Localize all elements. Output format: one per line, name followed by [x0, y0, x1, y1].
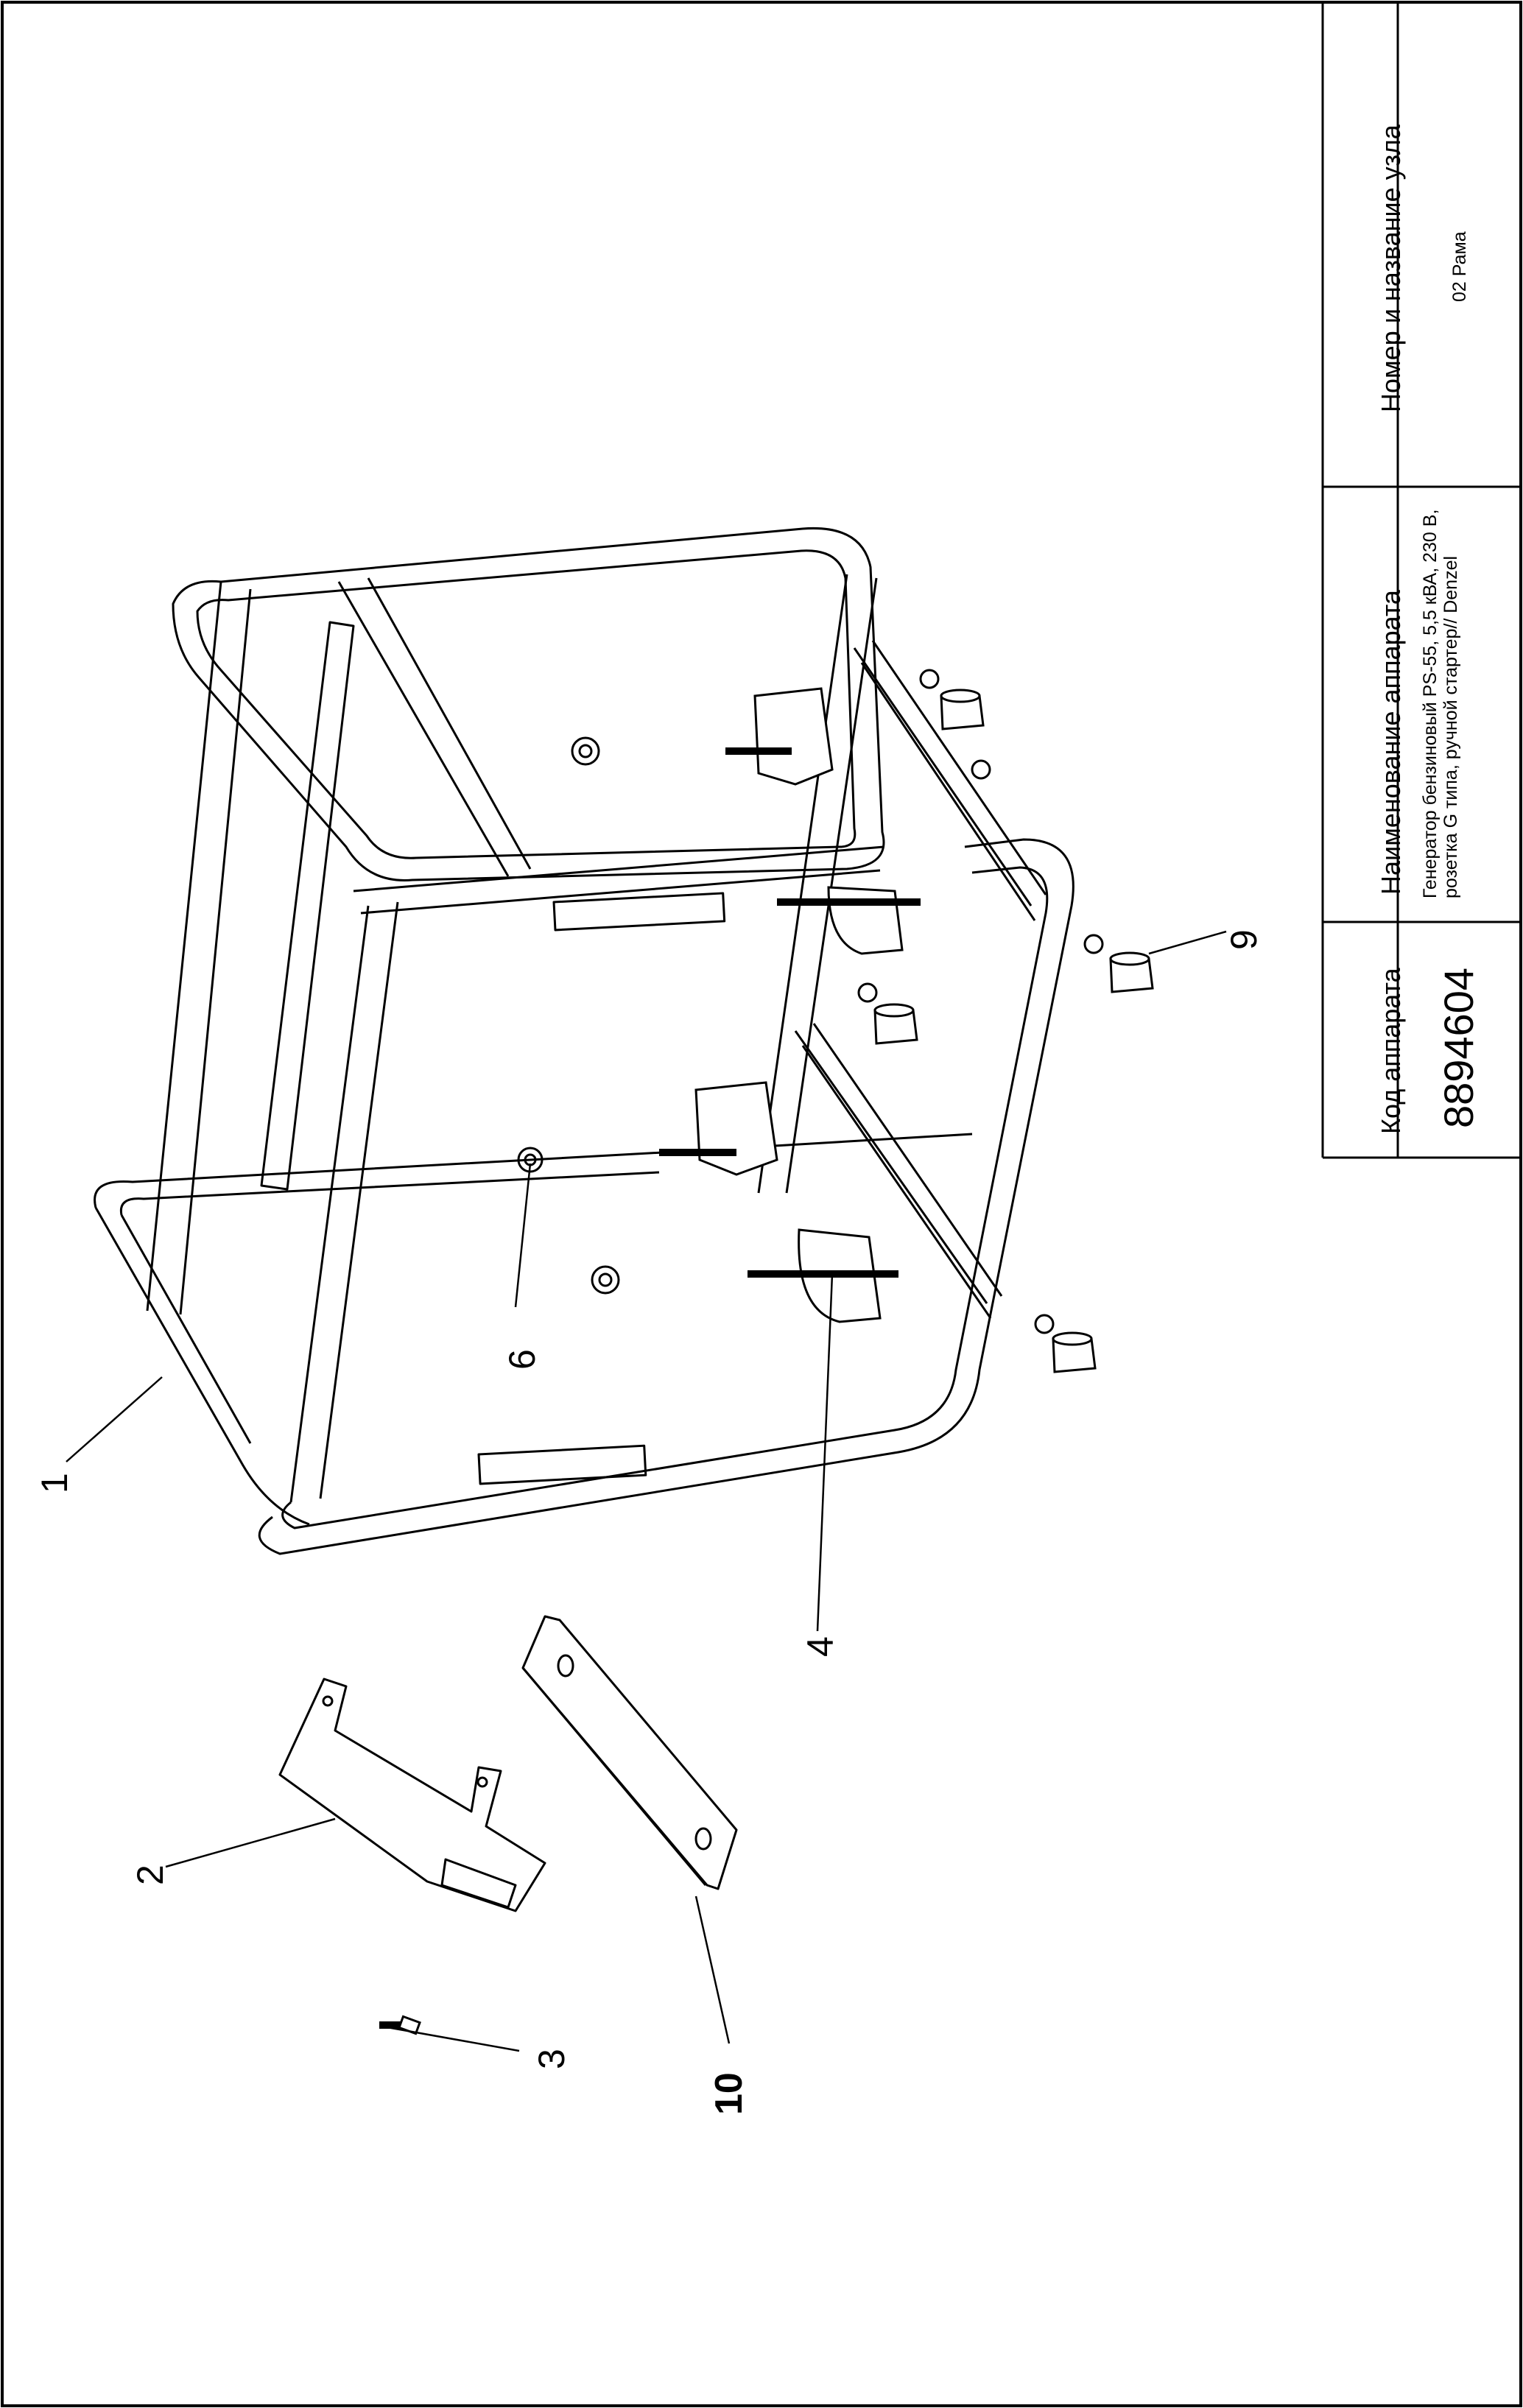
frame-skid-outer [94, 1133, 973, 1526]
frame-front-loop-inner [281, 866, 1049, 1529]
leader-lines [66, 930, 1227, 2052]
frame-rail-front [794, 1023, 1003, 1319]
frame-assembly [94, 527, 1074, 1555]
bolt [379, 2015, 421, 2035]
code-column-header: Код аппарата [1376, 968, 1406, 1134]
handle-bracket [278, 1677, 546, 1912]
unit-column-header: Номер и название узла [1376, 124, 1406, 412]
vibration-mounts [659, 687, 921, 1323]
frame-long-plate [260, 621, 355, 1191]
callout-4: 4 [800, 1636, 841, 1657]
callout-3: 3 [531, 2049, 572, 2069]
frame-skid-inner [119, 1171, 660, 1444]
frame-front-loop-outer [258, 838, 1074, 1555]
callout-2: 2 [130, 1865, 171, 1885]
frame-upright-front-left [289, 901, 399, 1503]
callout-10: 10 [708, 2072, 750, 2115]
callout-6: 6 [502, 1349, 543, 1370]
frame-side-rail [353, 845, 884, 915]
callout-1: 1 [34, 1473, 75, 1493]
frame-rail-rear [853, 640, 1047, 921]
frame-cross-bar [337, 577, 532, 877]
appliance-code: 8894604 [1435, 967, 1482, 1128]
mounting-plate [521, 1615, 738, 1890]
frame-upright-back-right [757, 574, 878, 1194]
appliance-name: Генератор бензиновый PS-55, 5,5 кВА, 230… [1420, 509, 1461, 898]
unit-name: 02 Рама [1449, 231, 1470, 302]
rubber-feet [857, 669, 1154, 1373]
frame-top-loop-inner [196, 549, 857, 859]
frame-upright-left [146, 581, 252, 1315]
title-block [1321, 2, 1521, 1159]
callout-9: 9 [1223, 929, 1265, 950]
name-column-header: Наименование аппарата [1376, 590, 1406, 895]
